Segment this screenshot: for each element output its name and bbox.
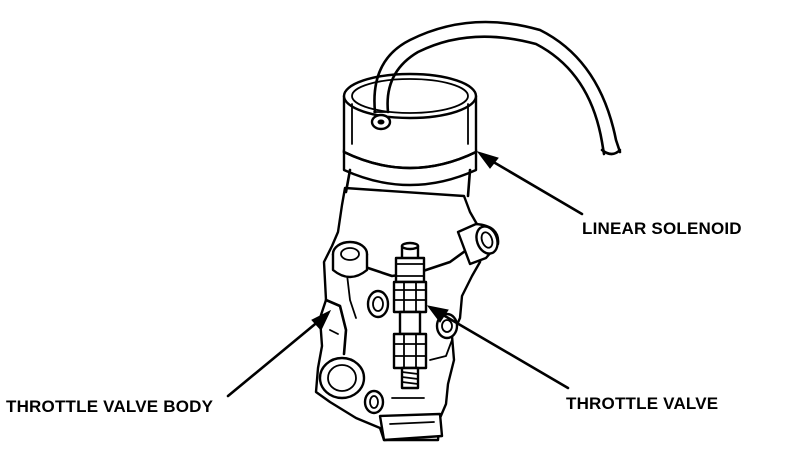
throttle-valve-label: THROTTLE VALVE bbox=[566, 394, 719, 413]
throttle-valve-spool bbox=[392, 241, 428, 390]
linear-solenoid-label: LINEAR SOLENOID bbox=[582, 219, 742, 238]
throttle-valve-body-label: THROTTLE VALVE BODY bbox=[6, 397, 214, 416]
leader-throttle-valve bbox=[426, 305, 570, 390]
vacuum-hose bbox=[373, 20, 622, 156]
linear-solenoid-cylinder bbox=[342, 72, 478, 198]
leader-throttle-valve-body bbox=[226, 309, 332, 398]
leader-linear-solenoid bbox=[476, 151, 584, 216]
